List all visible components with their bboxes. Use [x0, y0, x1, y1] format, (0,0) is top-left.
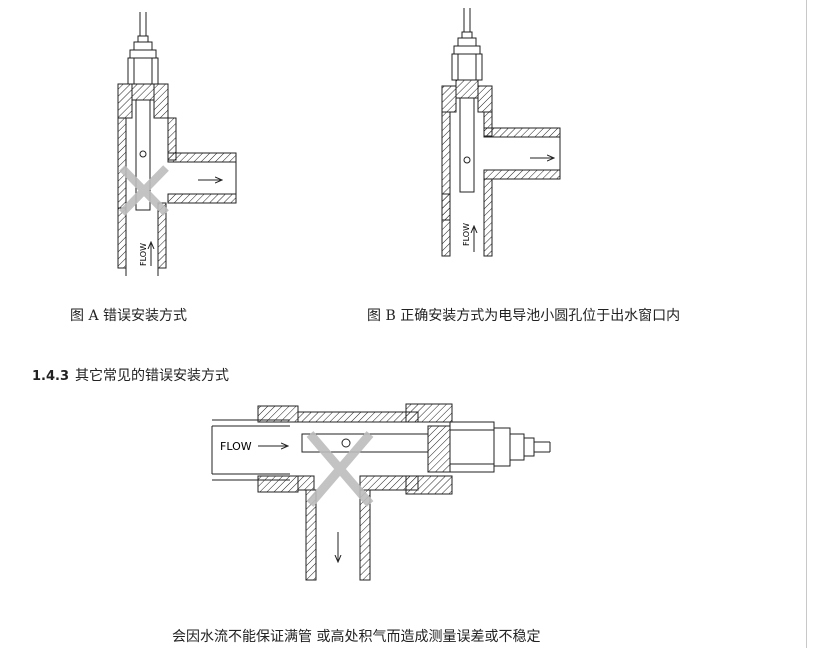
figure-a-caption: 图 A 错误安装方式	[70, 308, 188, 324]
figure-a-flow-label: FLOW	[139, 243, 148, 266]
figure-b-diagram: FLOW	[441, 8, 561, 257]
section-heading: 1.4.3 其它常见的错误安装方式	[32, 365, 229, 385]
page-edge	[806, 0, 807, 648]
section-title: 其它常见的错误安装方式	[75, 368, 230, 384]
figure-b-caption: 图 B 正确安装方式为电导池小圆孔位于出水窗口内	[367, 308, 681, 324]
figure-a-diagram: FLOW	[117, 12, 237, 276]
figure-b-flow-label: FLOW	[462, 223, 471, 246]
figure-c-caption: 会因水流不能保证满管 或高处积气而造成测量误差或不稳定	[172, 629, 541, 645]
section-number: 1.4.3	[32, 369, 70, 384]
figure-c-flow-label: FLOW	[220, 440, 252, 453]
figure-c-diagram: FLOW	[211, 403, 551, 581]
